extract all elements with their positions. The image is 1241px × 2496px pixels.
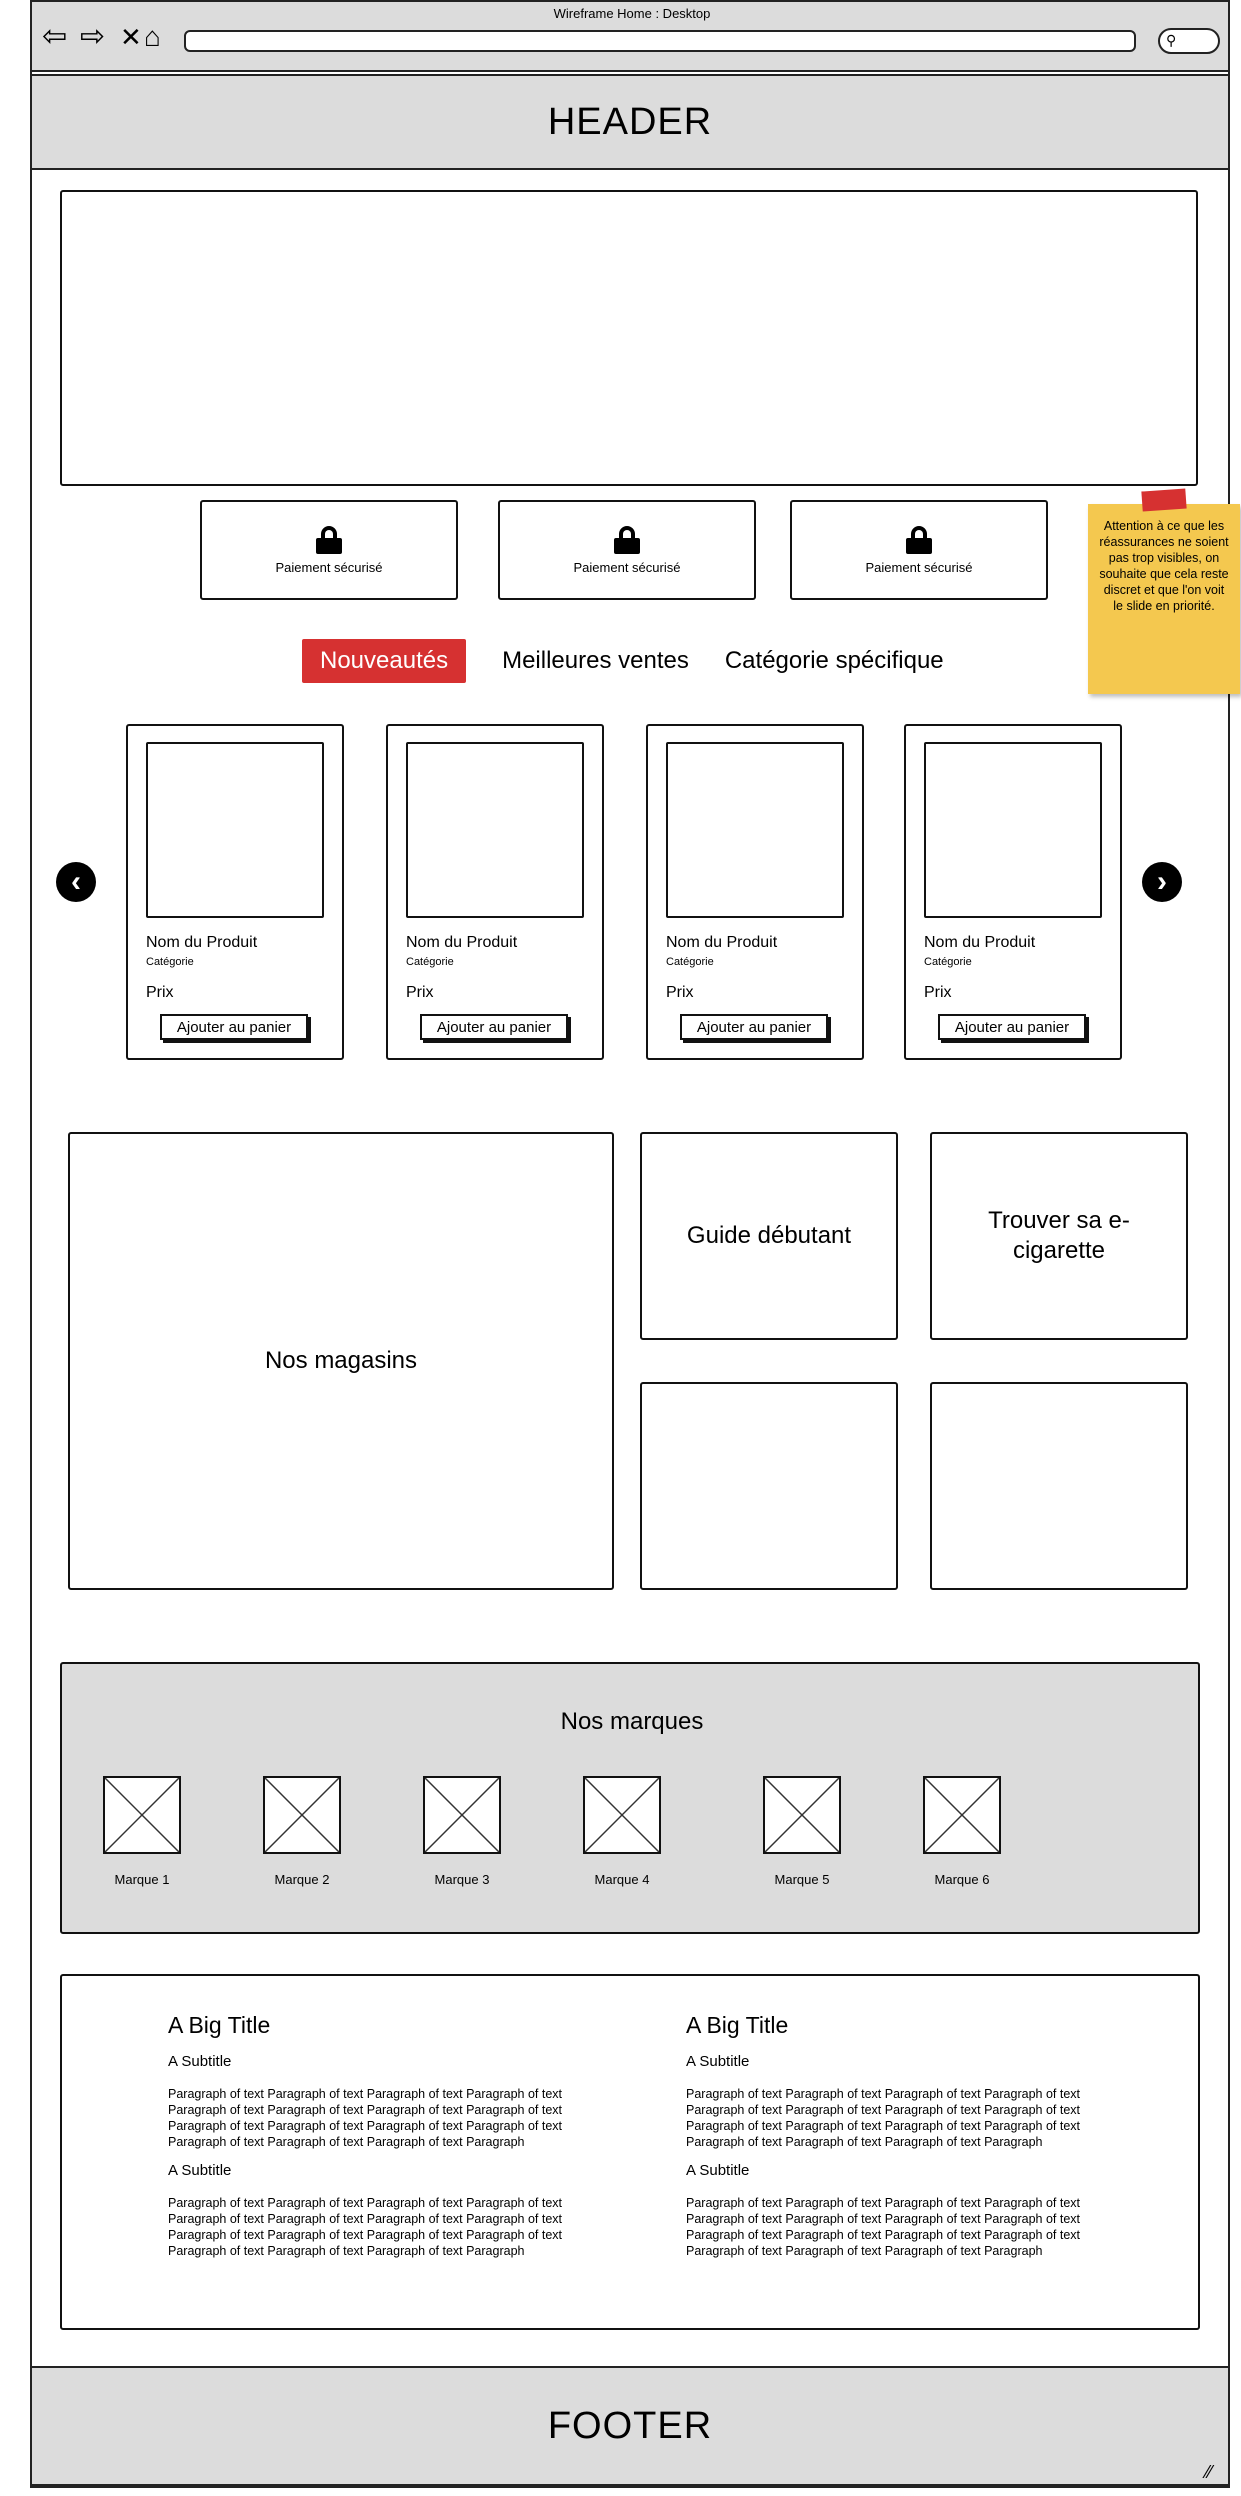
content-column: A Big Title A Subtitle Paragraph of text… [168, 2012, 568, 2271]
column-subtitle: A Subtitle [686, 2053, 750, 2070]
product-tabs: Nouveautés Meilleures ventes Catégorie s… [302, 636, 980, 686]
page-header: HEADER [30, 74, 1230, 170]
column-paragraph: Paragraph of text Paragraph of text Para… [168, 2087, 562, 2149]
add-to-cart-button[interactable]: Ajouter au panier [420, 1014, 568, 1040]
reassurance-item: Paiement sécurisé [498, 500, 756, 600]
add-to-cart-button[interactable]: Ajouter au panier [680, 1014, 828, 1040]
brand-item[interactable]: Marque 4 [562, 1776, 682, 1887]
product-price: Prix [666, 984, 694, 1001]
sticky-note-tape [1141, 488, 1187, 512]
search-box[interactable]: ⚲ [1158, 28, 1220, 54]
home-icon[interactable]: ⌂ [144, 21, 161, 52]
product-name: Nom du Produit [406, 934, 518, 951]
product-card[interactable]: Nom du Produit Catégorie Prix Ajouter au… [904, 724, 1122, 1060]
brand-item[interactable]: Marque 2 [242, 1776, 362, 1887]
brand-logo-placeholder [583, 1776, 661, 1854]
brand-item[interactable]: Marque 5 [742, 1776, 862, 1887]
browser-window [30, 0, 1230, 2488]
brand-label: Marque 1 [114, 1872, 170, 1887]
tab-categorie-specifique[interactable]: Catégorie spécifique [724, 647, 944, 674]
reassurance-label: Paiement sécurisé [865, 559, 973, 575]
sticky-note: Attention à ce que les réassurances ne s… [1088, 504, 1240, 694]
product-card[interactable]: Nom du Produit Catégorie Prix Ajouter au… [386, 724, 604, 1060]
resize-handle-icon[interactable]: ⁄⁄ [1206, 2462, 1213, 2482]
product-category: Catégorie [146, 956, 194, 968]
brand-logo-placeholder [263, 1776, 341, 1854]
product-image [406, 742, 584, 918]
tab-meilleures-ventes[interactable]: Meilleures ventes [502, 647, 689, 674]
product-price: Prix [924, 984, 952, 1001]
product-name: Nom du Produit [146, 934, 258, 951]
product-price: Prix [146, 984, 174, 1001]
brand-logo-placeholder [923, 1776, 1001, 1854]
column-paragraph: Paragraph of text Paragraph of text Para… [686, 2196, 1080, 2258]
product-card[interactable]: Nom du Produit Catégorie Prix Ajouter au… [646, 724, 864, 1060]
content-section: A Big Title A Subtitle Paragraph of text… [60, 1974, 1200, 2330]
content-column: A Big Title A Subtitle Paragraph of text… [686, 2012, 1086, 2271]
brands-title: Nos marques [560, 1708, 704, 1735]
hero-slider[interactable] [60, 190, 1198, 486]
chevron-left-icon[interactable]: ‹ [56, 862, 96, 902]
brand-logo-placeholder [763, 1776, 841, 1854]
product-card[interactable]: Nom du Produit Catégorie Prix Ajouter au… [126, 724, 344, 1060]
brand-item[interactable]: Marque 6 [902, 1776, 1022, 1887]
address-bar[interactable] [184, 30, 1136, 52]
forward-arrow-icon[interactable]: ⇨ [80, 20, 106, 53]
reassurance-label: Paiement sécurisé [573, 559, 681, 575]
product-image [146, 742, 324, 918]
brand-item[interactable]: Marque 1 [82, 1776, 202, 1887]
reassurance-label: Paiement sécurisé [275, 559, 383, 575]
column-paragraph: Paragraph of text Paragraph of text Para… [168, 2196, 562, 2258]
column-title: A Big Title [168, 2012, 271, 2038]
product-name: Nom du Produit [924, 934, 1036, 951]
column-paragraph: Paragraph of text Paragraph of text Para… [686, 2087, 1080, 2149]
stores-block[interactable]: Nos magasins [68, 1132, 614, 1590]
chevron-right-icon[interactable]: › [1142, 862, 1182, 902]
add-to-cart-button[interactable]: Ajouter au panier [160, 1014, 308, 1040]
brand-label: Marque 6 [934, 1872, 990, 1887]
brand-label: Marque 5 [774, 1872, 830, 1887]
product-category: Catégorie [406, 956, 454, 968]
column-subtitle: A Subtitle [168, 2162, 232, 2179]
product-category: Catégorie [924, 956, 972, 968]
brands-section: Nos marques Marque 1 Marque 2 Marque 3 M… [60, 1662, 1200, 1934]
search-icon: ⚲ [1166, 32, 1177, 48]
window-title: Wireframe Home : Desktop [553, 6, 711, 21]
product-name: Nom du Produit [666, 934, 778, 951]
close-icon[interactable]: ✕ [120, 22, 142, 52]
back-arrow-icon[interactable]: ⇦ [42, 20, 68, 53]
product-category: Catégorie [666, 956, 714, 968]
brand-label: Marque 4 [594, 1872, 650, 1887]
lock-icon [316, 525, 342, 554]
page-footer: FOOTER [30, 2366, 1230, 2486]
reassurance-item: Paiement sécurisé [200, 500, 458, 600]
brand-logo-placeholder [103, 1776, 181, 1854]
add-to-cart-button[interactable]: Ajouter au panier [938, 1014, 1086, 1040]
brand-label: Marque 3 [434, 1872, 490, 1887]
promo-block[interactable] [640, 1382, 898, 1590]
product-price: Prix [406, 984, 434, 1001]
product-image [666, 742, 844, 918]
find-ecig-block[interactable]: Trouver sa e-cigarette [930, 1132, 1188, 1340]
beginner-guide-block[interactable]: Guide débutant [640, 1132, 898, 1340]
promo-block[interactable] [930, 1382, 1188, 1590]
brand-logo-placeholder [423, 1776, 501, 1854]
reassurance-item: Paiement sécurisé [790, 500, 1048, 600]
browser-toolbar: Wireframe Home : Desktop ⇦ ⇨ ✕ ⌂ ⚲ [30, 0, 1230, 72]
lock-icon [614, 525, 640, 554]
lock-icon [906, 525, 932, 554]
column-subtitle: A Subtitle [686, 2162, 750, 2179]
tab-nouveautes[interactable]: Nouveautés [302, 639, 467, 683]
product-image [924, 742, 1102, 918]
column-subtitle: A Subtitle [168, 2053, 232, 2070]
brand-label: Marque 2 [274, 1872, 330, 1887]
column-title: A Big Title [686, 2012, 789, 2038]
brand-item[interactable]: Marque 3 [402, 1776, 522, 1887]
